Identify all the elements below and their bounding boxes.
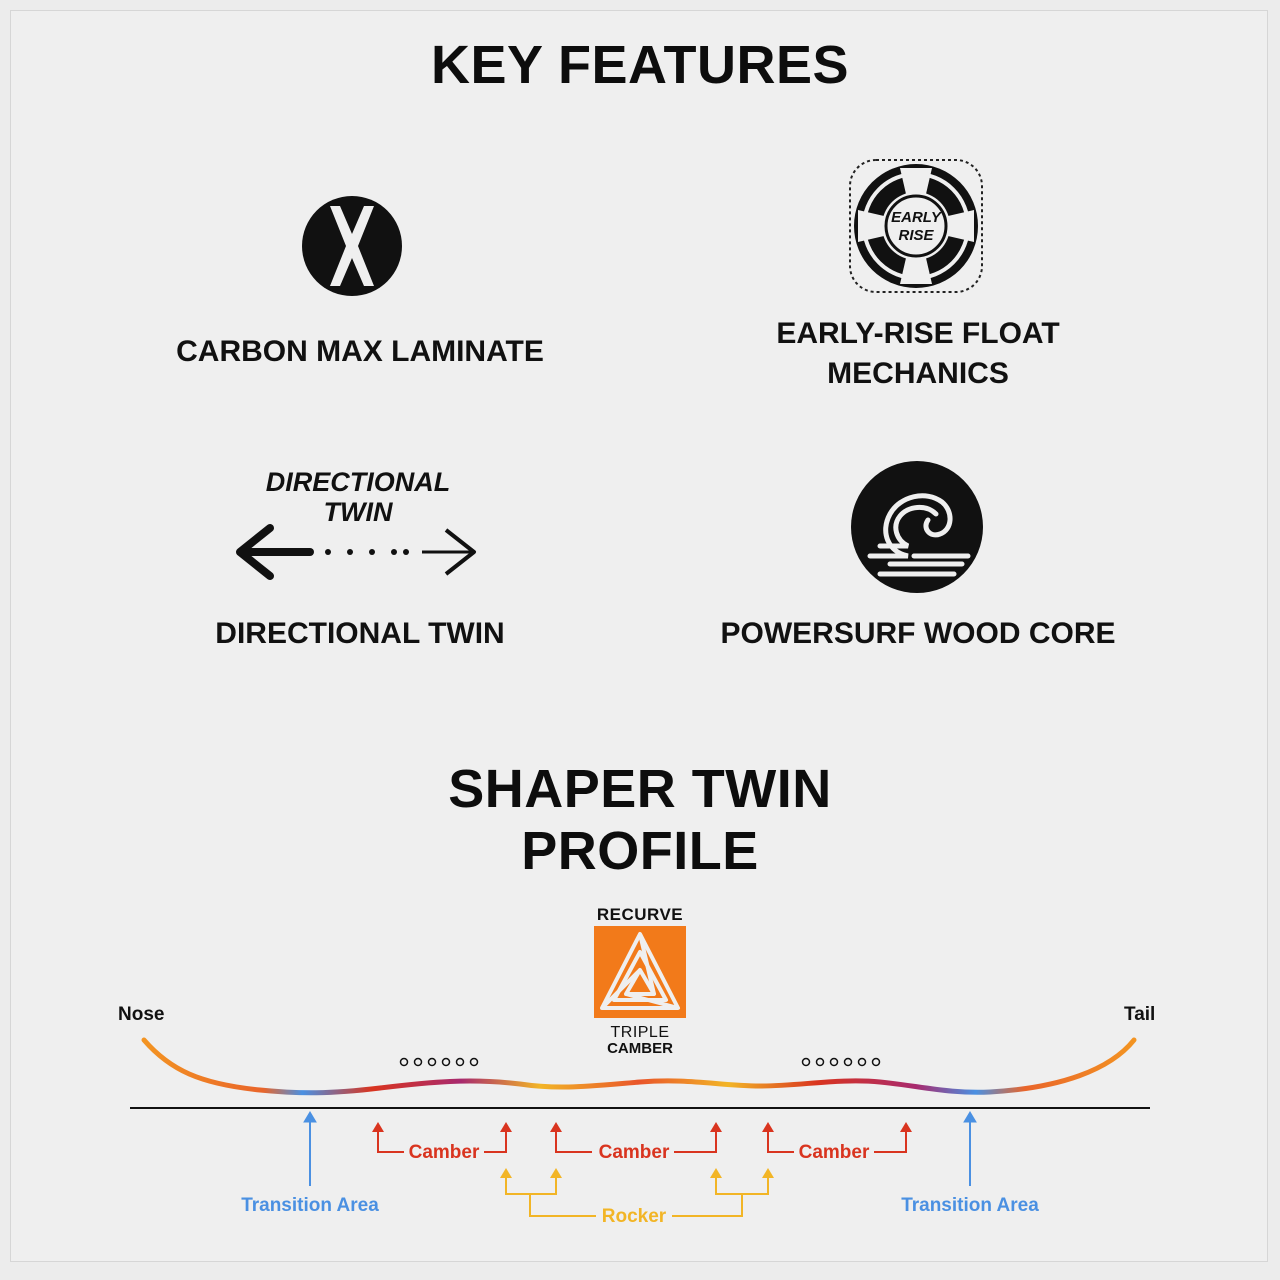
directional-twin-icon-text-line1: DIRECTIONAL	[265, 467, 451, 497]
board-profile-curve	[141, 1037, 1137, 1096]
camber-brackets	[377, 1128, 907, 1153]
feature-label-early-rise-line2: MECHANICS	[827, 357, 1009, 390]
camber-label-1: Camber	[409, 1142, 480, 1163]
page-frame	[10, 10, 1268, 1262]
insert-dots-right	[801, 1057, 881, 1067]
rocker-label: Rocker	[602, 1206, 667, 1227]
insert-dots-left	[399, 1057, 479, 1067]
camber-label-3: Camber	[799, 1142, 870, 1163]
transition-arrows	[303, 1111, 977, 1186]
camber-label-2: Camber	[599, 1142, 670, 1163]
early-rise-badge-line2: RISE	[898, 227, 934, 244]
feature-label-powersurf: POWERSURF WOOD CORE	[720, 617, 1116, 650]
profile-title: SHAPER TWIN PROFILE	[0, 758, 1280, 882]
directional-twin-icon-text-line2: TWIN	[323, 497, 393, 527]
feature-label-carbon: CARBON MAX LAMINATE	[176, 335, 544, 368]
logo-top-text: RECURVE	[597, 905, 683, 924]
transition-label-left: Transition Area	[241, 1195, 379, 1216]
early-rise-badge-line1: EARLY	[891, 209, 943, 226]
life-ring-icon: EARLY RISE	[849, 159, 983, 293]
wave-icon	[851, 461, 983, 593]
profile-title-line2: PROFILE	[521, 821, 759, 881]
board-profile-diagram: Nose Tail Transition Area Transition Are…	[118, 1004, 1155, 1227]
rocker-bracket	[505, 1176, 769, 1217]
logo-bottom-text1: TRIPLE	[610, 1024, 669, 1041]
feature-label-early-rise-line1: EARLY-RISE FLOAT	[776, 317, 1060, 350]
carbon-x-icon	[302, 196, 402, 296]
recurve-triple-camber-logo: RECURVE TRIPLE CAMBER	[594, 905, 686, 1056]
logo-bottom-text2: CAMBER	[607, 1040, 673, 1056]
transition-label-right: Transition Area	[901, 1195, 1039, 1216]
feature-label-directional-twin: DIRECTIONAL TWIN	[215, 617, 505, 650]
page-title: KEY FEATURES	[430, 35, 850, 95]
profile-title-line1: SHAPER TWIN	[448, 759, 832, 819]
directional-arrows-icon	[236, 524, 476, 580]
tail-label: Tail	[1124, 1004, 1155, 1025]
nose-label: Nose	[118, 1004, 164, 1025]
